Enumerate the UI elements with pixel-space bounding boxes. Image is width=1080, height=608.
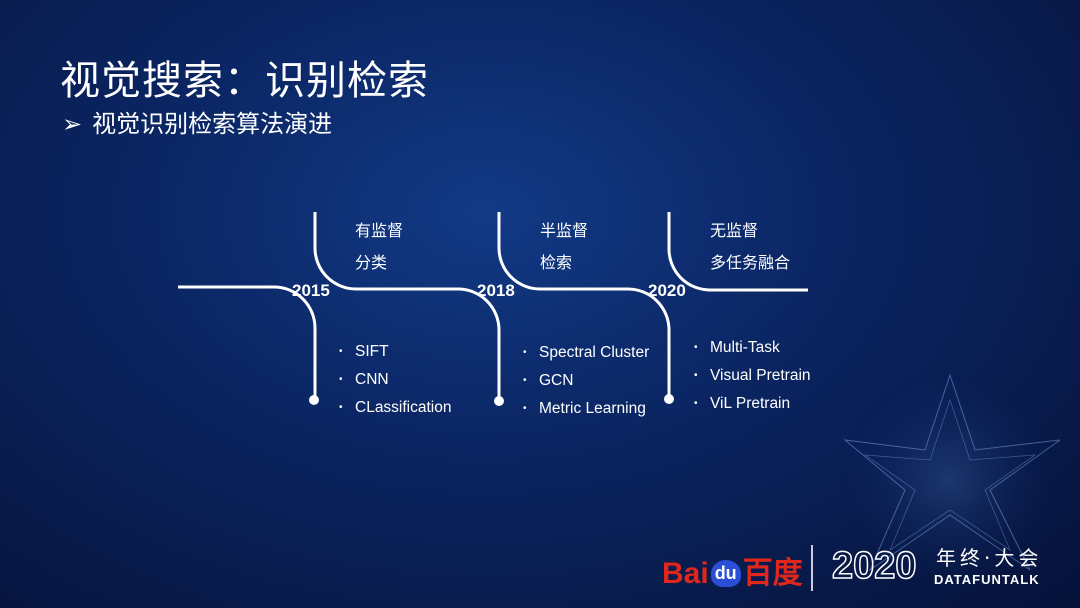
bullet-icon: • — [339, 374, 343, 386]
conference-brand: DATAFUNTALK — [934, 572, 1040, 587]
list-item: • Spectral Cluster — [523, 339, 649, 367]
timeline-line-2018 — [497, 212, 671, 398]
list-item-text: GCN — [539, 372, 574, 390]
year-2020: 2020 — [648, 281, 686, 300]
list-item: • CLassification — [339, 394, 452, 422]
bullet-list-2018: • Spectral Cluster • GCN • Metric Learning — [523, 339, 649, 423]
list-item: • Multi-Task — [694, 334, 811, 362]
list-item: • ViL Pretrain — [694, 390, 811, 418]
slide-title: 视觉搜索：识别检索 — [60, 58, 429, 104]
list-item: • SIFT — [339, 338, 452, 366]
list-item: • GCN — [523, 367, 649, 395]
list-item: • Visual Pretrain — [694, 362, 811, 390]
list-item-text: SIFT — [355, 343, 389, 361]
label-2015-type: 有监督 — [355, 221, 404, 240]
arrow-right-icon: ➢ — [62, 110, 83, 138]
timeline-line-start — [178, 285, 317, 400]
timeline-dot-2018 — [494, 396, 504, 406]
bullet-icon: • — [339, 402, 343, 414]
list-item-text: CLassification — [355, 399, 452, 417]
label-2018-task: 检索 — [540, 253, 573, 272]
timeline-dot-2015 — [309, 395, 319, 405]
conference-name: 年终·大会 — [936, 546, 1043, 570]
conference-year: 2020 — [831, 544, 917, 588]
list-item-text: Metric Learning — [539, 400, 646, 418]
list-item-text: Spectral Cluster — [539, 344, 650, 362]
list-item-text: ViL Pretrain — [710, 395, 791, 413]
bullet-icon: • — [523, 347, 527, 358]
slide-subtitle: ➢ 视觉识别检索算法演进 — [62, 104, 332, 139]
bullet-icon: • — [694, 342, 698, 353]
list-item-text: Multi-Task — [710, 339, 780, 357]
list-item: • Metric Learning — [523, 395, 649, 423]
bullet-icon: • — [339, 346, 343, 357]
timeline-line-2015 — [313, 212, 501, 400]
year-2015: 2015 — [292, 281, 330, 300]
bullet-icon: • — [523, 403, 527, 415]
label-2018-type: 半监督 — [540, 221, 589, 240]
bullet-icon: • — [694, 370, 698, 382]
label-2020-type: 无监督 — [710, 221, 759, 240]
footer-divider — [811, 545, 813, 591]
label-2015-task: 分类 — [355, 253, 388, 272]
bullet-list-2020: • Multi-Task • Visual Pretrain • ViL Pretra… — [694, 334, 811, 418]
list-item: • CNN — [339, 366, 452, 394]
subtitle-text: 视觉识别检索算法演进 — [92, 110, 333, 138]
year-2018: 2018 — [477, 281, 515, 300]
bullet-icon: • — [694, 398, 698, 410]
list-item-text: Visual Pretrain — [710, 367, 811, 385]
bullet-list-2015: • SIFT • CNN • CLassification — [339, 338, 452, 422]
bullet-icon: • — [523, 375, 527, 387]
list-item-text: CNN — [355, 371, 389, 389]
label-2020-task: 多任务融合 — [710, 253, 791, 272]
timeline-line-2020 — [667, 212, 808, 292]
timeline-dot-2020 — [664, 394, 674, 404]
decorative-star-icon — [840, 370, 1061, 590]
